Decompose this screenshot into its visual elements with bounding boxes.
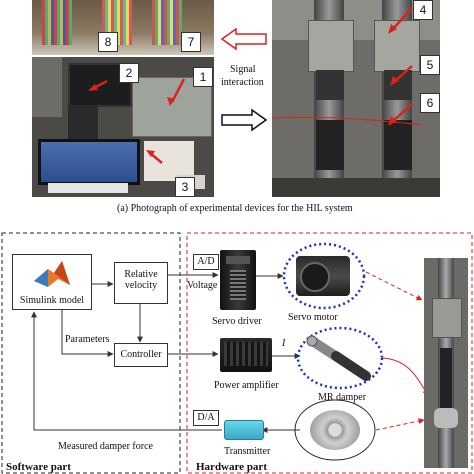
da-converter-block: D/A bbox=[193, 410, 219, 426]
mr-damper-image bbox=[306, 335, 371, 381]
marker-8: 8 bbox=[98, 32, 118, 52]
marker-4: 4 bbox=[413, 0, 433, 20]
marker-7: 7 bbox=[181, 32, 201, 52]
photo-pointer-arrows-right bbox=[272, 7, 423, 126]
ad-converter-block: A/D bbox=[193, 254, 219, 270]
relative-velocity-block: Relative velocity bbox=[114, 262, 168, 304]
signal-label-line2: interaction bbox=[221, 77, 264, 88]
transmitter-label: Transmitter bbox=[224, 446, 271, 457]
hil-photo-right-test-rig bbox=[272, 0, 440, 197]
matlab-logo-icon bbox=[34, 261, 70, 287]
relative-velocity-line1: Relative bbox=[124, 269, 158, 280]
top-caption: (a) Photograph of experimental devices f… bbox=[117, 203, 353, 214]
servo-driver-image bbox=[220, 250, 256, 310]
simulink-model-block: Simulink model bbox=[12, 254, 92, 310]
hil-photo-left-top bbox=[32, 0, 214, 55]
servo-motor-image bbox=[296, 256, 350, 296]
marker-1: 1 bbox=[193, 67, 213, 87]
voltage-label: Voltage bbox=[187, 280, 218, 291]
marker-3: 3 bbox=[175, 177, 195, 197]
marker-2: 2 bbox=[119, 63, 139, 83]
ad-label: A/D bbox=[197, 256, 215, 267]
marker-5: 5 bbox=[420, 55, 440, 75]
load-cell-image bbox=[310, 410, 360, 450]
controller-block: Controller bbox=[114, 343, 168, 367]
controller-label: Controller bbox=[120, 349, 162, 360]
relative-velocity-line2: velocity bbox=[124, 280, 158, 291]
da-label: D/A bbox=[197, 412, 215, 423]
hardware-rig-photo bbox=[424, 258, 468, 468]
signal-label-line1: Signal bbox=[230, 64, 256, 75]
measured-damper-force-label: Measured damper force bbox=[58, 441, 153, 452]
servo-motor-label: Servo motor bbox=[288, 312, 338, 323]
software-part-label: Software part bbox=[6, 461, 71, 473]
power-amplifier-image bbox=[220, 338, 272, 372]
hil-photo-left-bench bbox=[32, 57, 214, 197]
servo-driver-label: Servo driver bbox=[212, 316, 262, 327]
transmitter-image bbox=[224, 420, 264, 440]
photo-pointer-arrows-left bbox=[88, 78, 186, 164]
simulink-model-label: Simulink model bbox=[19, 295, 85, 306]
hardware-part-label: Hardware part bbox=[196, 461, 267, 473]
marker-6: 6 bbox=[420, 93, 440, 113]
signal-interaction-arrows bbox=[220, 28, 268, 132]
power-amplifier-label: Power amplifier bbox=[214, 380, 279, 391]
parameters-label: Parameters bbox=[65, 334, 110, 345]
current-label: I bbox=[282, 338, 286, 349]
mr-damper-label: MR damper bbox=[318, 392, 367, 403]
